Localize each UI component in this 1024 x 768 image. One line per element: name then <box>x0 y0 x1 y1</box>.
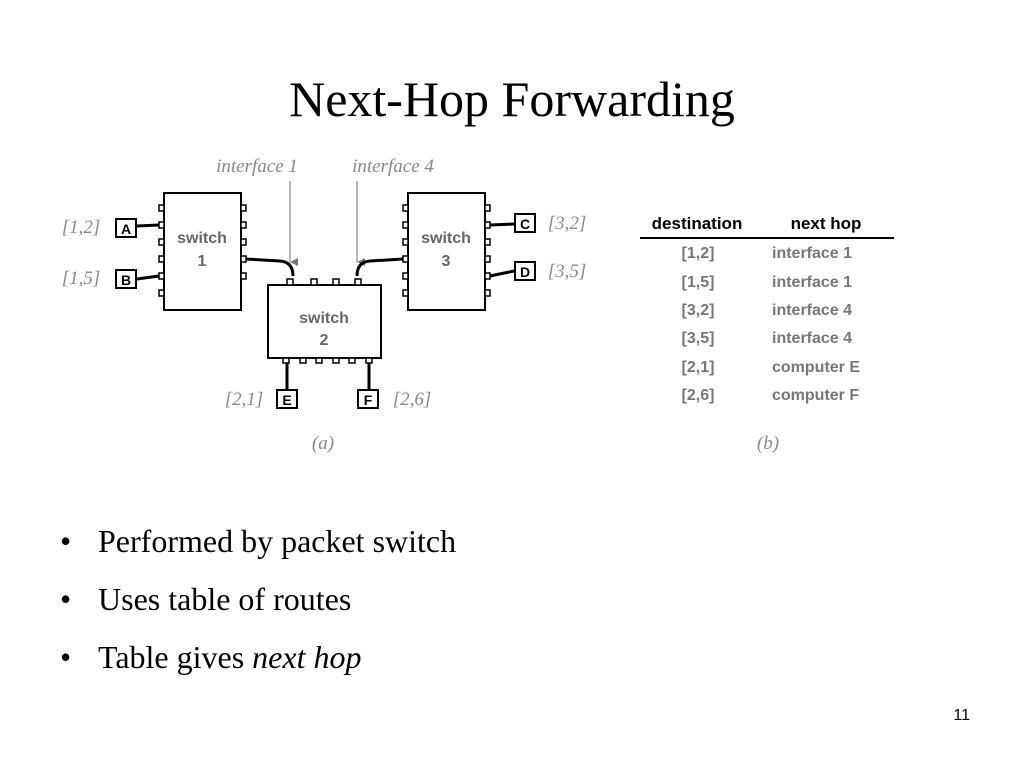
bullet-text: Performed by packet switch <box>98 523 457 559</box>
page-number: 11 <box>953 707 970 724</box>
caption-b: (b) <box>757 433 779 454</box>
link-c <box>489 222 515 227</box>
links <box>136 222 515 389</box>
computer-c-address: [3,2] <box>548 213 587 234</box>
row-1-next-hop: interface 1 <box>772 245 852 262</box>
caption-a: (a) <box>312 433 334 454</box>
switch-1: switch 1 <box>158 192 247 311</box>
bullet-item: • Table gives next hop <box>56 628 456 686</box>
computer-e-letter: E <box>282 392 291 408</box>
switch-3-label: switch <box>421 230 471 247</box>
computer-d: D [3,5] <box>514 261 587 282</box>
computer-d-address: [3,5] <box>548 261 587 282</box>
computer-b: B [1,5] <box>62 268 137 289</box>
switch-3: switch 3 <box>402 192 491 311</box>
row-2-next-hop: interface 1 <box>772 274 852 291</box>
switch-1-label: switch <box>177 230 227 247</box>
link-b <box>136 274 160 281</box>
row-4-destination: [3,5] <box>682 330 715 347</box>
row-4-next-hop: interface 4 <box>772 330 852 347</box>
switch-2: switch 2 <box>267 278 382 364</box>
interface-1-label: interface 1 <box>216 156 298 177</box>
row-3-next-hop: interface 4 <box>772 302 852 319</box>
switch-2-ports <box>282 278 373 364</box>
row-6-destination: [2,6] <box>682 387 715 404</box>
computer-c-letter: C <box>520 216 530 232</box>
switch-2-number: 2 <box>320 332 329 349</box>
computer-f-letter: F <box>364 392 373 408</box>
switch-3-number: 3 <box>442 253 451 270</box>
computer-a-letter: A <box>121 221 131 237</box>
row-6-next-hop: computer F <box>772 387 859 404</box>
bullet-item: • Uses table of routes <box>56 570 456 628</box>
switch-3-ports <box>402 204 491 297</box>
bullet-dot: • <box>60 523 72 559</box>
bullet-list: • Performed by packet switch • Uses tabl… <box>56 512 456 686</box>
computer-b-address: [1,5] <box>62 268 101 289</box>
slide-title: Next-Hop Forwarding <box>289 71 735 127</box>
bullet-text: Uses table of routes <box>98 581 352 617</box>
computer-b-letter: B <box>121 272 131 288</box>
switch-1-ports <box>158 204 247 297</box>
computer-e: E [2,1] <box>225 389 298 410</box>
link-a <box>136 223 160 228</box>
link-d <box>489 269 515 278</box>
row-5-next-hop: computer E <box>772 359 860 376</box>
switch-1-number: 1 <box>198 253 207 270</box>
row-2-destination: [1,5] <box>682 274 715 291</box>
link-switch3-switch2 <box>355 257 404 277</box>
bullet-text: Table gives <box>98 639 253 675</box>
computer-d-letter: D <box>520 264 530 280</box>
table-header-destination: destination <box>652 214 743 233</box>
switch-2-label: switch <box>299 310 349 327</box>
forwarding-diagram: interface 1 interface 4 switch 1 <box>62 156 894 454</box>
link-switch1-switch2 <box>245 257 295 277</box>
computer-a: A [1,2] <box>62 217 137 238</box>
row-5-destination: [2,1] <box>682 359 715 376</box>
computer-f: F [2,6] <box>357 389 432 410</box>
computer-c: C [3,2] <box>514 213 587 234</box>
bullet-dot: • <box>60 581 72 617</box>
row-1-destination: [1,2] <box>682 245 715 262</box>
computer-e-address: [2,1] <box>225 389 264 410</box>
computer-a-address: [1,2] <box>62 217 101 238</box>
bullet-dot: • <box>60 639 72 675</box>
routing-table: destination next hop [1,2] interface 1 [… <box>640 214 894 404</box>
bullet-item: • Performed by packet switch <box>56 512 456 570</box>
row-3-destination: [3,2] <box>682 302 715 319</box>
table-header-next-hop: next hop <box>791 214 862 233</box>
computer-f-address: [2,6] <box>393 389 432 410</box>
interface-4-label: interface 4 <box>352 156 434 177</box>
bullet-emphasis: next hop <box>252 639 362 675</box>
